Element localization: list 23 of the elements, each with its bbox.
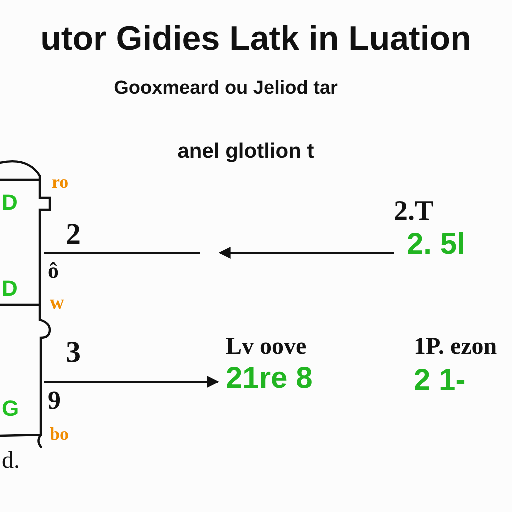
node-heading: 2.T	[394, 196, 434, 228]
label: bo	[50, 424, 70, 445]
subtitle: anel glotlion t	[178, 140, 314, 164]
label: ro	[52, 172, 69, 193]
label: w	[50, 292, 64, 315]
label: D	[2, 276, 18, 302]
arrow	[218, 247, 394, 259]
label: 9	[48, 386, 61, 416]
label: 1P. ezon	[414, 334, 498, 361]
label: D	[2, 190, 18, 216]
subtitle: Gooxmeard ou Jeliod tar	[114, 78, 338, 100]
node-heading: Lv oove	[226, 334, 307, 362]
node-value: 2. 5l	[407, 228, 466, 263]
connector-line	[44, 252, 200, 254]
label: ô	[48, 258, 59, 284]
label: 2 1-	[414, 364, 466, 398]
label: G	[2, 396, 20, 422]
label: 2	[66, 218, 81, 252]
arrow	[44, 376, 220, 388]
node-value: 21re 8	[226, 362, 313, 396]
label: 3	[66, 336, 81, 370]
title: utor Gidies Latk in Luation	[40, 20, 472, 59]
label: d.	[2, 448, 20, 475]
